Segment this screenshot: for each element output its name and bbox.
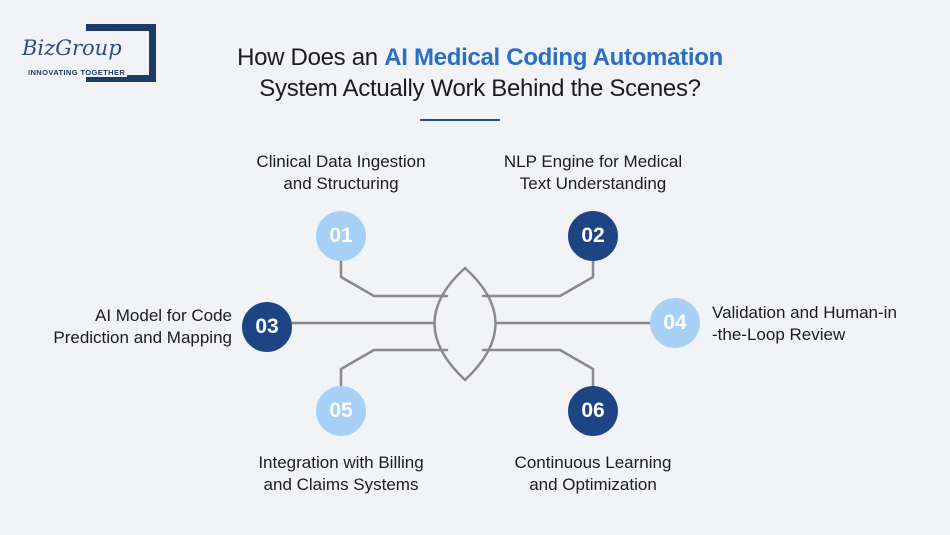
title-part-1: How Does an: [237, 44, 385, 71]
step-02-line-2: Text Understanding: [519, 174, 667, 193]
step-02-badge: 02: [568, 211, 618, 261]
connector-06: [481, 348, 595, 391]
step-03-line-2: Prediction and Mapping: [53, 328, 232, 347]
title-line-2: System Actually Work Behind the Scenes?: [259, 75, 701, 102]
step-03-label: AI Model for Code Prediction and Mapping: [10, 305, 232, 349]
step-05-number: 05: [329, 399, 353, 422]
step-03-badge: 03: [242, 302, 292, 352]
step-06-line-2: and Optimization: [529, 475, 657, 494]
step-01-number: 01: [329, 224, 353, 247]
title-line-1: How Does an AI Medical Coding Automation: [160, 42, 800, 73]
step-05-line-2: and Claims Systems: [263, 475, 419, 494]
step-04-line-1: Validation and Human-in: [712, 303, 897, 322]
logo-wordmark: BizGroup: [22, 36, 124, 60]
connector-02: [481, 255, 595, 298]
step-04-line-2: -the-Loop Review: [712, 325, 846, 344]
step-06-line-1: Continuous Learning: [514, 453, 672, 472]
title-underline: [420, 119, 500, 121]
logo-frame: [86, 24, 156, 82]
step-02-number: 02: [581, 224, 605, 247]
step-03-line-1: AI Model for Code: [94, 306, 232, 325]
step-01-line-2: and Structuring: [283, 174, 399, 193]
step-06-label: Continuous Learning and Optimization: [473, 452, 713, 496]
lens-left-arc: [433, 266, 467, 382]
lens-right-arc: [463, 266, 497, 382]
step-04-label: Validation and Human-in -the-Loop Review: [712, 302, 944, 346]
step-01-line-1: Clinical Data Ingestion: [256, 152, 426, 171]
step-05-line-1: Integration with Billing: [258, 453, 424, 472]
step-02-label: NLP Engine for Medical Text Understandin…: [473, 151, 713, 195]
connector-05: [339, 348, 449, 391]
connector-01: [339, 255, 449, 298]
step-06-number: 06: [581, 399, 605, 422]
bizgroup-logo: BizGroup INNOVATING TOGETHER: [22, 24, 158, 84]
step-06-badge: 06: [568, 386, 618, 436]
step-05-label: Integration with Billing and Claims Syst…: [221, 452, 461, 496]
step-02-line-1: NLP Engine for Medical: [503, 152, 683, 171]
step-01-label: Clinical Data Ingestion and Structuring: [221, 151, 461, 195]
step-04-number: 04: [663, 311, 687, 334]
logo-tagline: INNOVATING TOGETHER: [28, 68, 128, 77]
page-title: How Does an AI Medical Coding Automation…: [160, 42, 800, 104]
step-03-number: 03: [255, 315, 279, 338]
step-04-badge: 04: [650, 298, 700, 348]
title-highlight: AI Medical Coding Automation: [384, 44, 723, 71]
step-01-badge: 01: [316, 211, 366, 261]
step-05-badge: 05: [316, 386, 366, 436]
